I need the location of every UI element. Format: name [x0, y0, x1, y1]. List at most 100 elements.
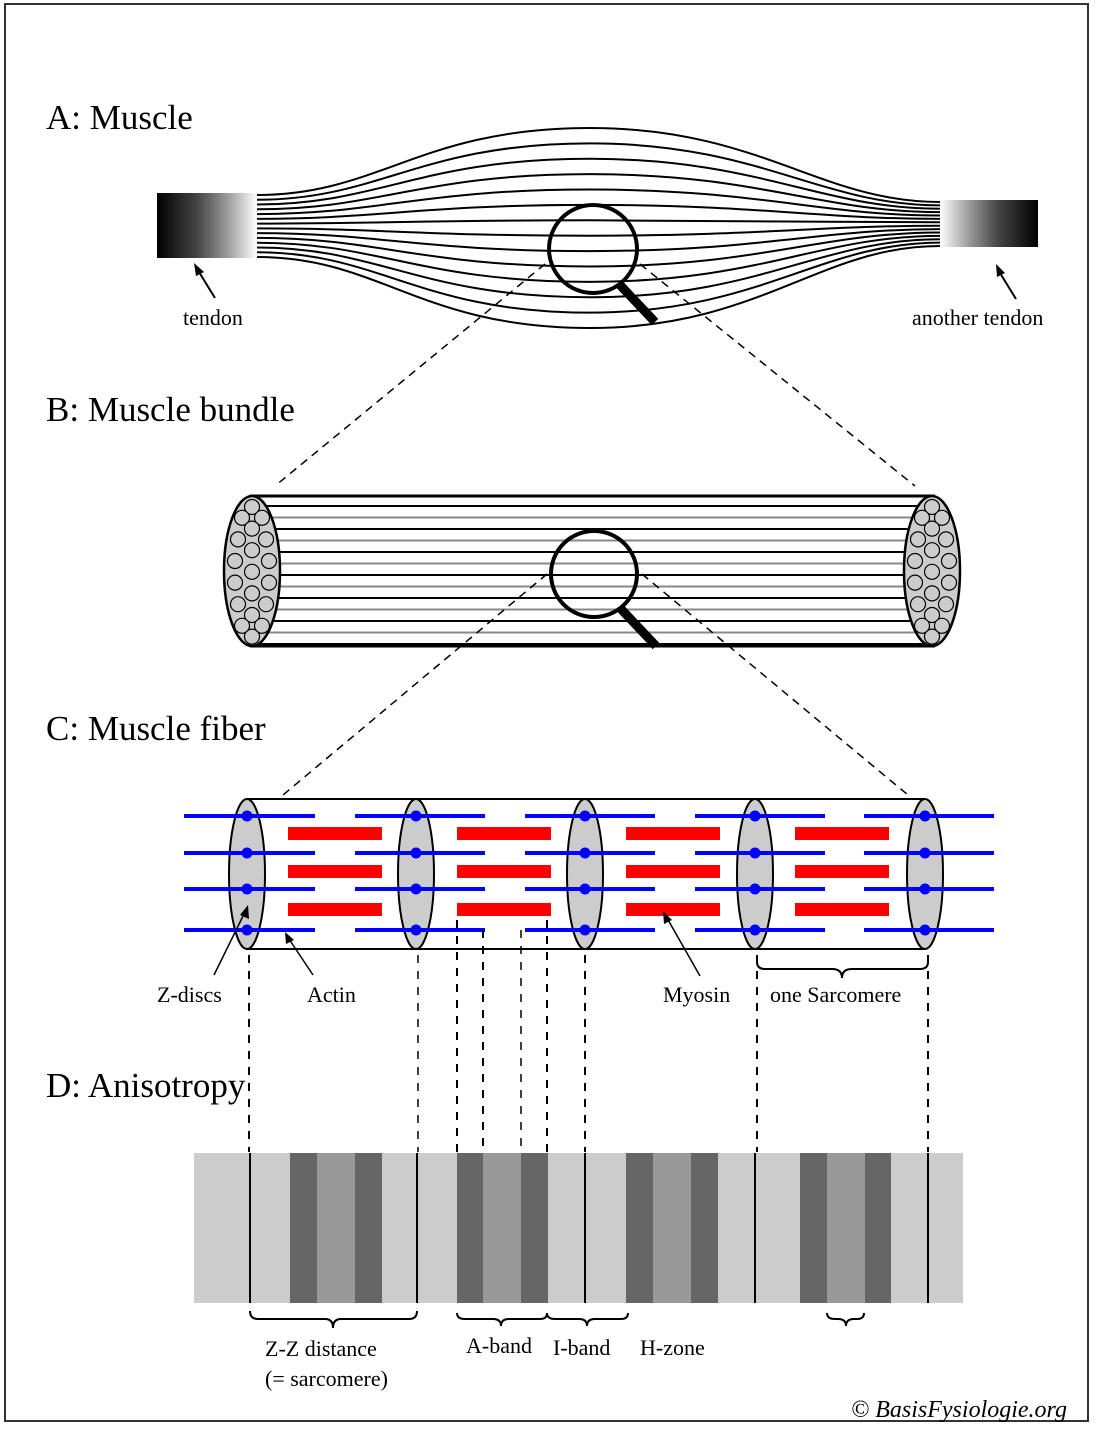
h-zone-brace — [826, 1312, 865, 1327]
fiber-cross-section — [243, 498, 261, 516]
fiber-cross-section — [923, 498, 941, 516]
z-disc-anchor — [919, 924, 931, 936]
zz-distance-sublabel: (= sarcomere) — [265, 1366, 388, 1391]
z-disc-anchor — [410, 924, 422, 936]
actin-filaments — [184, 810, 994, 936]
tendon-left-arrow — [194, 263, 216, 299]
z-disc-anchor — [749, 883, 761, 895]
zz-distance-brace — [249, 1310, 418, 1329]
muscle-bundle-cylinder — [222, 494, 962, 648]
projection-lines-c-to-d — [248, 920, 929, 1152]
fiber-cross-section — [229, 596, 247, 613]
z-disc-anchor — [749, 847, 761, 859]
z-disc-anchor — [579, 810, 591, 822]
muscle-fiber-line — [256, 224, 941, 237]
myosin-filament — [795, 903, 889, 916]
z-discs-label: Z-discs — [157, 982, 222, 1007]
a-band-dark — [691, 1153, 718, 1303]
myosin-filament — [288, 865, 382, 878]
muscle-fiber-line — [256, 126, 941, 203]
fiber-cross-section — [226, 574, 244, 591]
muscle-tendon-right — [940, 200, 1038, 247]
fiber-cross-section — [253, 509, 271, 526]
h-zone — [483, 1153, 521, 1303]
z-disc — [566, 798, 604, 950]
fiber-cross-section — [906, 574, 924, 591]
muscle-fiber-line — [256, 241, 941, 314]
fiber-cross-section — [937, 531, 955, 548]
myosin-filament — [288, 903, 382, 916]
z-disc-anchor — [919, 847, 931, 859]
muscle-fiber-line — [256, 231, 941, 268]
h-zone-label: H-zone — [640, 1335, 705, 1360]
fiber-cross-section — [937, 596, 955, 613]
fiber-cross-section — [923, 520, 941, 537]
muscle-fiber-line — [256, 245, 941, 330]
myosin-filament — [457, 827, 551, 840]
fiber-cross-section — [243, 606, 261, 624]
a-band-dark — [290, 1153, 317, 1303]
z-disc-anchor — [579, 883, 591, 895]
zoom-lines-b-to-c — [282, 573, 909, 796]
a-band-dark — [355, 1153, 382, 1303]
tendon-right-label: another tendon — [912, 305, 1043, 330]
fiber-cross-section — [260, 552, 278, 570]
a-band-dark — [626, 1153, 653, 1303]
fiber-cross-section — [913, 617, 931, 634]
i-band-label: I-band — [553, 1335, 610, 1360]
fiber-cross-section — [233, 617, 251, 634]
copyright-text: © BasisFysiologie.org — [851, 1397, 1067, 1423]
myosin-filament — [626, 865, 720, 878]
myosin-label: Myosin — [663, 982, 730, 1007]
myosin-filaments — [288, 827, 889, 916]
z-disc — [228, 798, 266, 950]
fiber-cross-section — [243, 520, 261, 537]
fiber-cross-section — [923, 585, 941, 602]
fiber-cross-section — [923, 606, 941, 624]
fiber-cross-section — [923, 563, 941, 580]
figure-frame — [4, 3, 1089, 1422]
fiber-cross-section — [913, 509, 931, 526]
muscle-fiber-line — [256, 238, 941, 299]
sarcomere-brace — [756, 961, 929, 979]
tendon-left-label: tendon — [183, 305, 243, 330]
fiber-cross-section — [933, 617, 951, 634]
fiber-cross-section — [257, 531, 275, 548]
muscle-fibers — [256, 126, 941, 330]
fiber-cross-section — [233, 509, 251, 526]
fiber-cross-section — [933, 509, 951, 526]
z-disc-anchor — [410, 847, 422, 859]
z-disc-anchor — [579, 924, 591, 936]
fiber-cross-section — [909, 531, 927, 548]
muscle-fiber-line — [256, 228, 941, 253]
section-b-title: B: Muscle bundle — [46, 390, 295, 429]
fiber-cross-section — [243, 585, 261, 602]
i-band-brace — [546, 1312, 629, 1327]
myosin-filament — [457, 865, 551, 878]
fiber-cross-section — [909, 596, 927, 613]
fiber-cross-section — [923, 542, 941, 559]
fiber-cross-section — [940, 552, 958, 570]
section-c-title: C: Muscle fiber — [46, 709, 266, 748]
h-zone — [317, 1153, 355, 1303]
magnifier-icon — [547, 203, 659, 326]
fiber-cross-section — [257, 596, 275, 613]
z-discs — [228, 798, 944, 950]
muscle-fiber-line — [256, 142, 941, 207]
z-disc-anchor — [241, 924, 253, 936]
z-disc-anchor — [919, 883, 931, 895]
z-disc-anchor — [241, 810, 253, 822]
actin-label: Actin — [307, 982, 356, 1007]
fiber-cross-section — [243, 628, 261, 645]
z-disc-anchor — [410, 883, 422, 895]
a-band-dark — [521, 1153, 548, 1303]
myosin-filament — [288, 827, 382, 840]
myosin-filament — [457, 903, 551, 916]
myosin-filament — [795, 827, 889, 840]
fiber-cross-section — [243, 542, 261, 559]
fiber-cross-section — [923, 628, 941, 645]
z-discs-arrow — [213, 905, 249, 976]
myosin-filament — [795, 865, 889, 878]
myosin-filament — [626, 827, 720, 840]
